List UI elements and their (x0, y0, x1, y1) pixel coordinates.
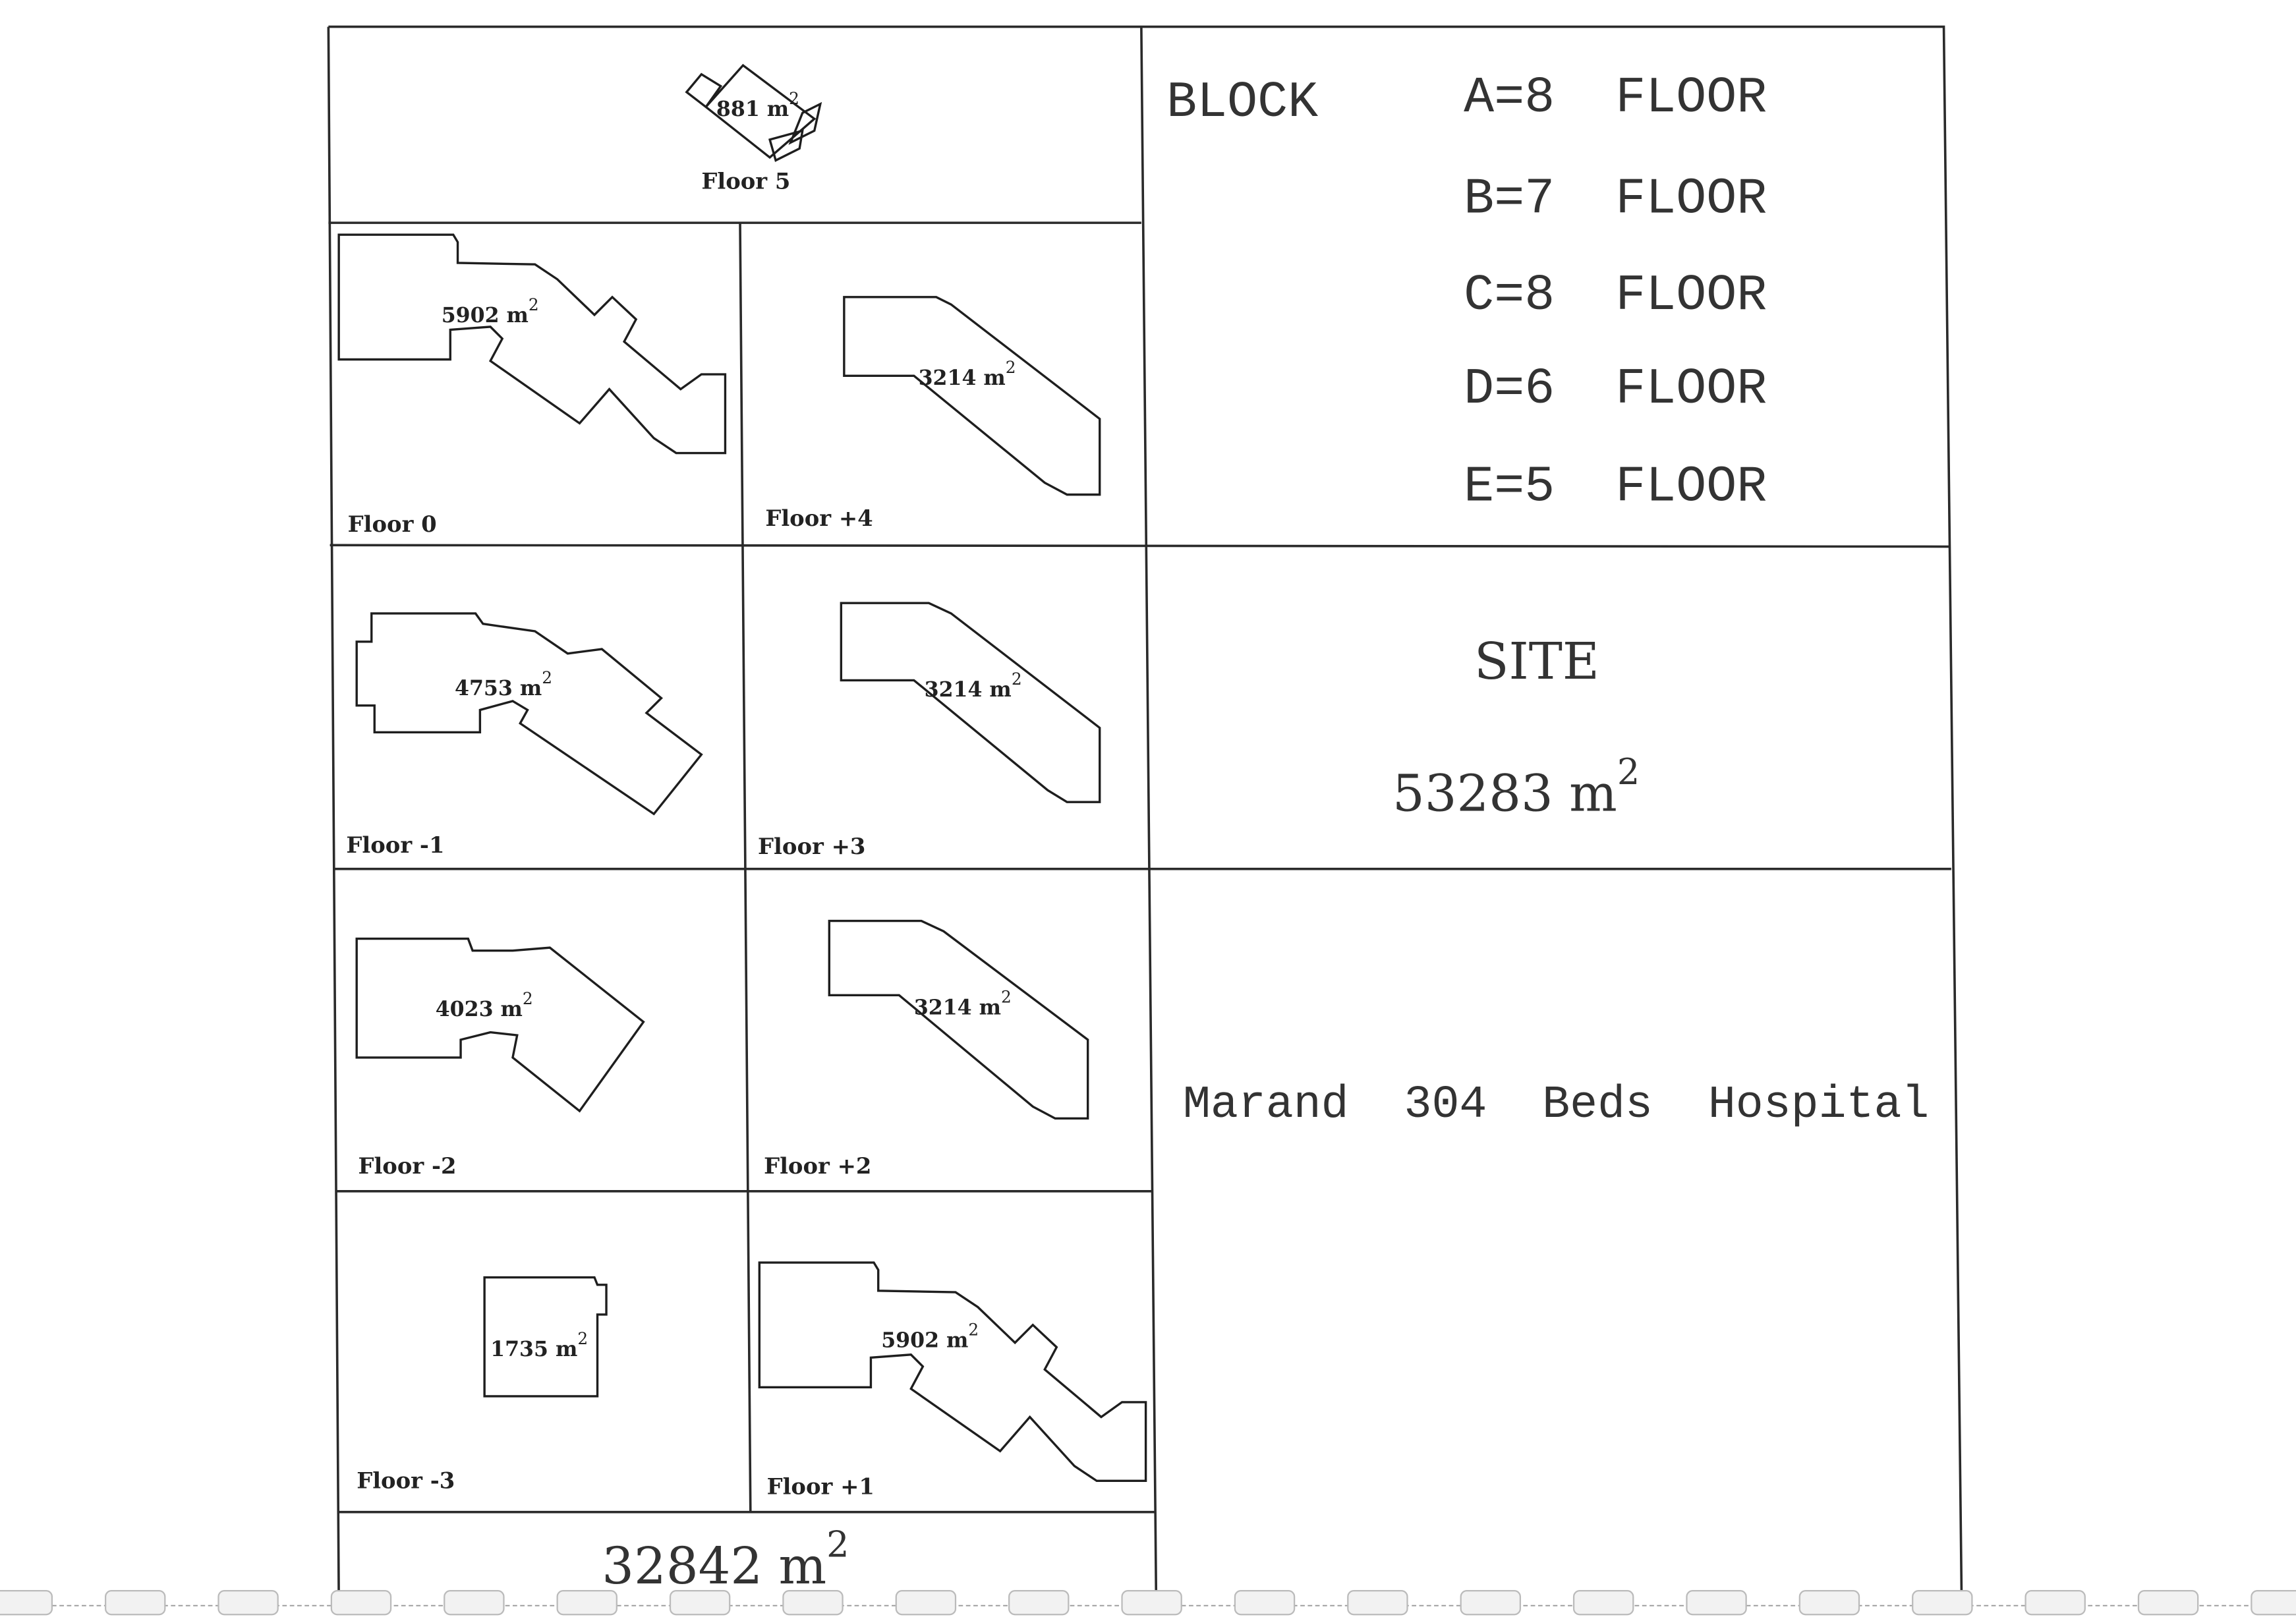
binding-perforation (0, 1590, 2296, 1616)
floor-plus3-area-sup: 2 (1012, 669, 1022, 689)
floor-plus3-plan: 3214 m2 Floor +3 (758, 602, 1101, 859)
floor-minus2-area-text: 4023 m2 (436, 989, 533, 1021)
floor-plus2-area-text: 3214 m2 (914, 988, 1012, 1020)
floor-plus4-area-text: 3214 m2 (919, 358, 1016, 390)
block-e: E=5 FLOOR (1464, 459, 1767, 517)
floor-plus4-area-sup: 2 (1006, 358, 1016, 377)
block-a: A=8 FLOOR (1464, 70, 1767, 127)
perforation-tab (669, 1590, 731, 1616)
floor-minus2-plan: 4023 m2 Floor -2 (355, 937, 645, 1179)
floor-plus2-area-sup: 2 (1001, 988, 1012, 1007)
floor-plus3-area: 3214 m (925, 677, 1012, 702)
perforation-tab (1121, 1590, 1182, 1616)
floor-minus1-plan: 4753 m2 Floor -1 (346, 612, 703, 858)
total-area: 32842 m2 (602, 1523, 849, 1596)
floor-plus4-label: Floor +4 (765, 505, 873, 531)
site-area: SITE 53283 m2 (1392, 633, 1640, 824)
floor-0-area-sup: 2 (529, 295, 539, 314)
perforation-tab (444, 1590, 505, 1616)
floor-plus1-area-sup: 2 (968, 1320, 979, 1339)
floor-0-area: 5902 m (442, 303, 529, 327)
perforation-tab (895, 1590, 957, 1616)
floor-plus4-area: 3214 m (919, 366, 1006, 390)
floor-minus3-area-sup: 2 (577, 1329, 588, 1348)
floor-minus2-label: Floor -2 (358, 1152, 456, 1179)
perforation-tab (330, 1590, 392, 1616)
perforation-tab (1347, 1590, 1408, 1616)
floor-plus1-plan: 5902 m2 Floor +1 (758, 1261, 1147, 1500)
floor-plus3-area-text: 3214 m2 (925, 669, 1022, 702)
floor-5-label: Floor 5 (701, 167, 790, 194)
floor-minus3-area-text: 1735 m2 (490, 1329, 588, 1361)
perforation-tab (1912, 1590, 1973, 1616)
floor-0-plan: 5902 m2 Floor 0 (337, 233, 727, 537)
table-grid (327, 25, 1963, 1601)
perforation-tab (2024, 1590, 2086, 1616)
perforation-tab (104, 1590, 166, 1616)
floor-0-label: Floor 0 (348, 511, 437, 537)
perforation-tab (2137, 1590, 2199, 1616)
floor-minus1-area: 4753 m (455, 676, 542, 700)
site-area-sup: 2 (1617, 751, 1640, 793)
perforation-tab (1686, 1590, 1747, 1616)
floor-minus2-area: 4023 m (436, 997, 523, 1021)
site-area-text: 53283 m2 (1392, 751, 1640, 824)
total-area-sup: 2 (826, 1523, 849, 1565)
block-d: D=6 FLOOR (1464, 361, 1767, 418)
block-floor-list: BLOCK A=8 FLOOR B=7 FLOOR C=8 FLOOR D=6 … (1166, 70, 1767, 517)
perforation-tab (1008, 1590, 1070, 1616)
block-heading: BLOCK (1166, 74, 1318, 132)
floor-minus1-label: Floor -1 (346, 832, 444, 858)
floor-plus1-area: 5902 m (881, 1328, 968, 1353)
floor-plus1-label: Floor +1 (767, 1473, 875, 1500)
perforation-tab (0, 1590, 53, 1616)
perforation-tab (1798, 1590, 1860, 1616)
block-b: B=7 FLOOR (1464, 171, 1767, 228)
floor-0-area-text: 5902 m2 (442, 295, 539, 327)
site-label: SITE (1474, 633, 1599, 691)
perforation-tab (1234, 1590, 1296, 1616)
floor-5-plan: 881 m2 Floor 5 (685, 63, 822, 194)
floor-minus3-label: Floor -3 (357, 1467, 455, 1494)
floor-minus3-area: 1735 m (490, 1337, 577, 1361)
block-c: C=8 FLOOR (1464, 268, 1767, 325)
perforation-tab (217, 1590, 279, 1616)
floor-minus1-area-sup: 2 (542, 668, 552, 687)
floor-5-area: 881 m (716, 97, 789, 121)
perforation-tab (556, 1590, 617, 1616)
total-area-value: 32842 m (602, 1537, 826, 1596)
floor-minus1-area-text: 4753 m2 (455, 668, 552, 700)
perforation-tab (2251, 1590, 2296, 1616)
site-area-value: 53283 m (1392, 765, 1617, 824)
project-title: Marand 304 Beds Hospital (1183, 1079, 1929, 1131)
floor-minus3-plan: 1735 m2 Floor -3 (357, 1276, 608, 1494)
perforation-tab (782, 1590, 844, 1616)
floor-plus2-plan: 3214 m2 Floor +2 (764, 919, 1089, 1179)
floor-plus1-area-text: 5902 m2 (881, 1320, 979, 1352)
perforation-tab (1572, 1590, 1634, 1616)
perforation-tab (1460, 1590, 1522, 1616)
floor-5-area-sup: 2 (789, 89, 799, 108)
floor-5-area-text: 881 m2 (716, 89, 799, 121)
floor-plus4-plan: 3214 m2 Floor +4 (765, 296, 1101, 531)
floor-minus2-area-sup: 2 (523, 989, 533, 1008)
floor-plus3-label: Floor +3 (758, 833, 865, 859)
floor-plus2-label: Floor +2 (764, 1152, 871, 1179)
floor-plus2-area: 3214 m (914, 996, 1001, 1020)
